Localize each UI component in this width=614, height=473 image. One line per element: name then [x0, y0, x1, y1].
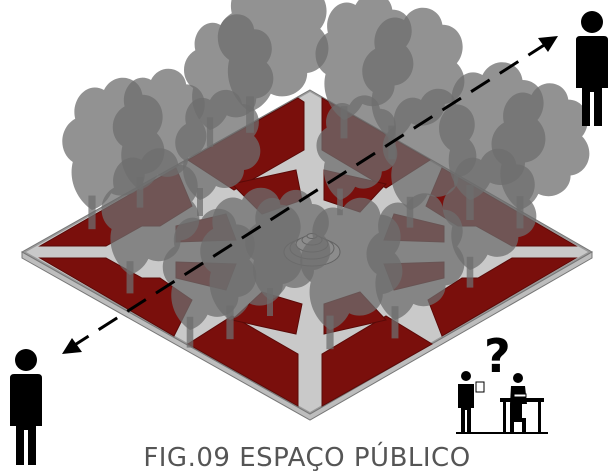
figure-caption: FIG.09 ESPAÇO PÚBLICO	[0, 445, 614, 471]
survey-scene: ?	[456, 329, 548, 434]
question-mark-icon: ?	[484, 329, 511, 383]
desk-icon	[500, 398, 544, 402]
arrow-icon	[62, 338, 82, 354]
arrow-icon	[538, 36, 558, 52]
